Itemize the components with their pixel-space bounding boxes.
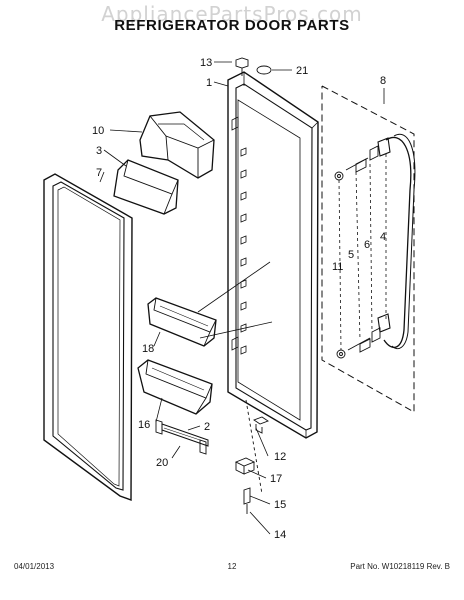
page-title: REFRIGERATOR DOOR PARTS	[114, 17, 350, 34]
callout-17: 17	[270, 473, 282, 485]
callout-7: 7	[96, 167, 102, 179]
callout-3: 3	[96, 145, 102, 157]
callout-11: 11	[332, 261, 343, 273]
callout-21: 21	[296, 65, 308, 77]
door-handle	[377, 133, 416, 350]
callout-8: 8	[380, 75, 386, 87]
footer-part-number: Part No. W10218119 Rev. B	[350, 562, 450, 571]
dairy-compartment	[139, 111, 215, 179]
footer-date: 04/01/2013	[14, 562, 55, 571]
handle-dashed-box	[321, 85, 415, 413]
callout-12: 12	[274, 451, 286, 463]
door-panel	[227, 71, 319, 439]
leader-lines	[99, 61, 385, 535]
door-bin-upper	[147, 297, 217, 347]
callout-15: 15	[274, 499, 286, 511]
door-shelf-rails	[231, 116, 247, 355]
dairy-door	[113, 159, 179, 215]
hinge-parts	[234, 399, 269, 514]
door-gasket	[43, 173, 133, 501]
callout-20: 20	[156, 457, 168, 469]
callout-14: 14	[274, 529, 286, 541]
handle-fasteners	[334, 145, 381, 359]
door-top-parts	[235, 57, 272, 76]
callout-5: 5	[348, 249, 354, 261]
bin-trim-strips	[155, 419, 209, 455]
callout-4: 4	[380, 231, 386, 243]
callout-labels: 13 21 1 8 10 3 7 5 6 4 11 18 16 2 20 12 …	[92, 57, 386, 541]
footer-page-number: 12	[227, 562, 237, 571]
callout-10: 10	[92, 125, 104, 137]
callout-13: 13	[200, 57, 212, 69]
watermark: AppliancePartsPros.com	[101, 2, 363, 26]
callout-1: 1	[206, 77, 212, 89]
callout-6: 6	[364, 239, 370, 251]
handle-leader-lines	[338, 154, 387, 351]
callout-16: 16	[138, 419, 150, 431]
callout-18: 18	[142, 343, 154, 355]
door-bin-lower	[137, 359, 213, 415]
callout-2: 2	[204, 421, 210, 433]
